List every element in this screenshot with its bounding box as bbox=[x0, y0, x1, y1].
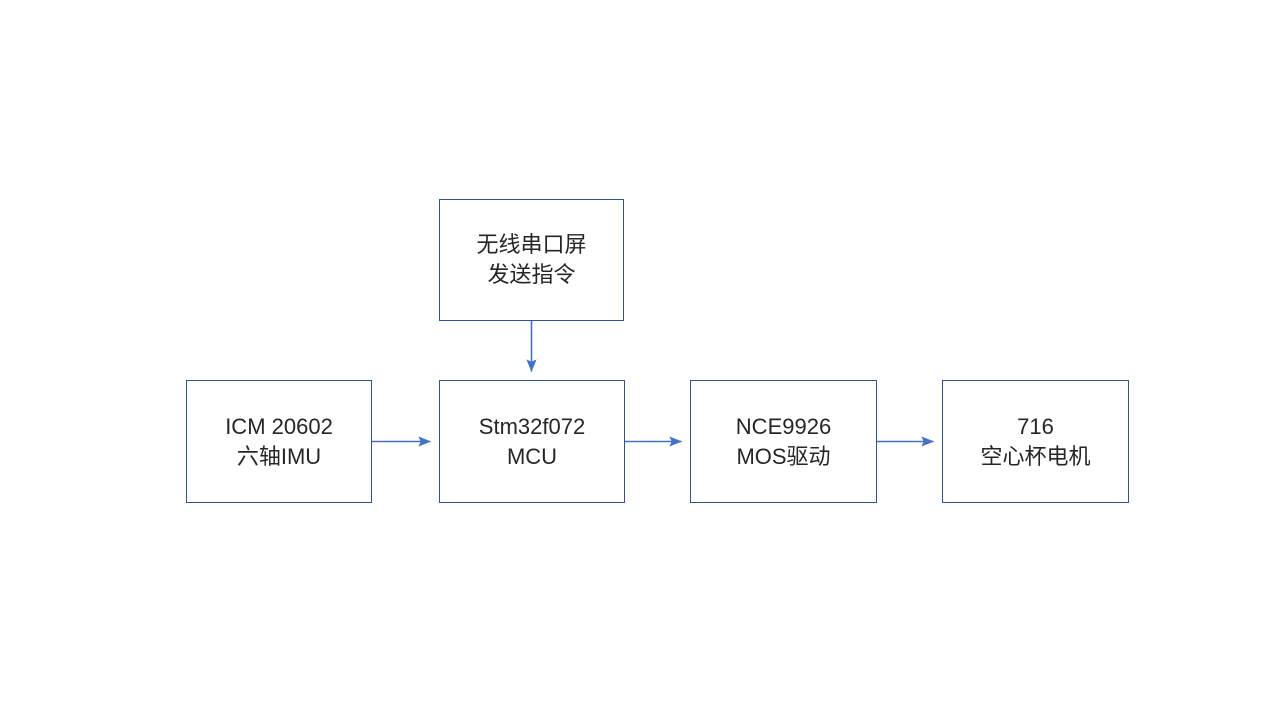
node-coreless-motor[interactable]: 716 空心杯电机 bbox=[942, 380, 1129, 503]
node-mcu-line-1: Stm32f072 bbox=[478, 413, 586, 439]
node-imu-line-2: 六轴IMU bbox=[236, 443, 322, 469]
node-imu-line-1: ICM 20602 bbox=[225, 413, 333, 439]
node-mcu[interactable]: Stm32f072 MCU bbox=[439, 380, 625, 503]
node-display-line-2: 发送指令 bbox=[487, 262, 576, 287]
node-mos-line-1: NCE9926 bbox=[735, 413, 832, 439]
node-mcu-line-2: MCU bbox=[506, 443, 558, 469]
node-mos-line-2: MOS驱动 bbox=[736, 443, 831, 469]
node-motor-line-1: 716 bbox=[1017, 413, 1054, 439]
node-mos-driver[interactable]: NCE9926 MOS驱动 bbox=[690, 380, 877, 503]
node-imu-sensor[interactable]: ICM 20602 六轴IMU bbox=[186, 380, 372, 503]
node-motor-line-2: 空心杯电机 bbox=[980, 443, 1091, 469]
node-display-line-1: 无线串口屏 bbox=[476, 232, 587, 257]
node-wireless-serial-display[interactable]: 无线串口屏 发送指令 bbox=[439, 199, 624, 321]
